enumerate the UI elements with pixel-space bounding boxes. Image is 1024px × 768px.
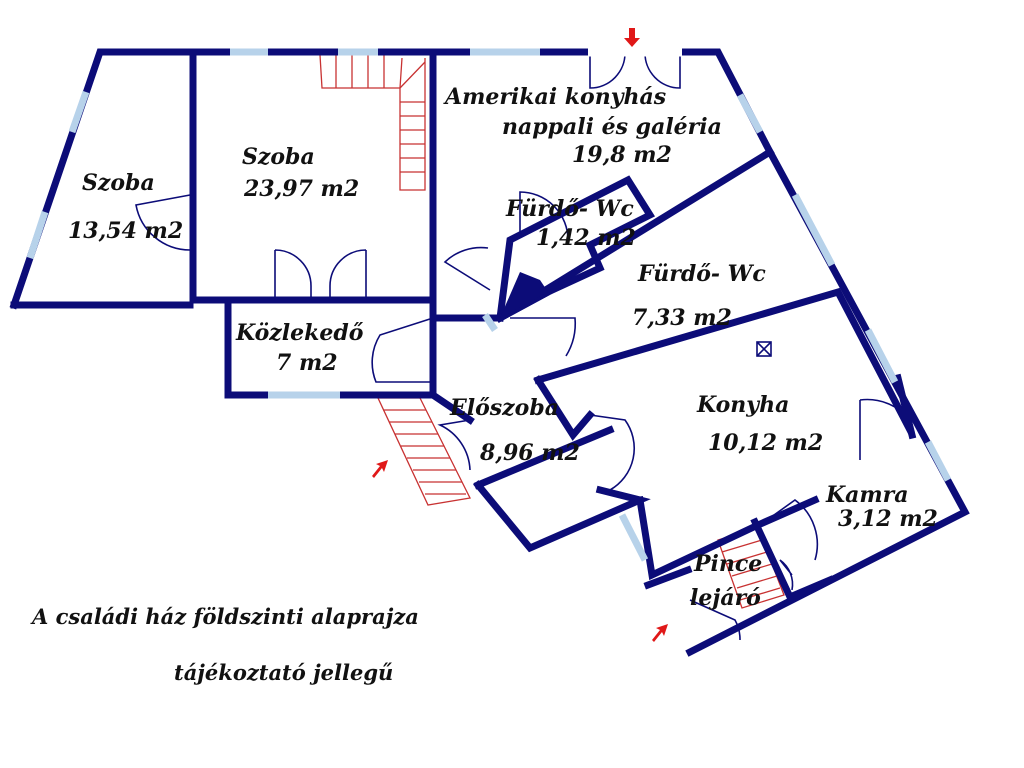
room-name-eloszoba: Előszoba [449,395,559,421]
room-area-kamra: 3,12 m2 [838,506,938,532]
room-area-szoba-left: 13,54 m2 [68,218,183,244]
entrance-arrow-icon [372,460,388,478]
room-name-amerikai-line1: Amerikai konyhás [443,84,666,110]
room-area-amerikai: 19,8 m2 [572,142,672,168]
room-name-pince-line2: lejáró [690,585,761,611]
room-name-kozlekedo: Közlekedő [235,320,364,346]
bathroom-corner-fill [500,272,548,318]
room-name-furdo-big: Fürdő- Wc [637,261,766,287]
room-name-furdo-small: Fürdő- Wc [505,196,634,222]
room-area-furdo-small: 1,42 m2 [536,225,636,251]
room-area-eloszoba: 8,96 m2 [479,440,580,466]
room-name-szoba-left: Szoba [82,170,155,196]
entrance-arrow-icon [624,28,640,47]
chimney-icon [756,341,772,357]
doors [135,51,911,641]
plan-caption-line2: tájékoztató jellegű [174,660,393,685]
room-name-konyha: Konyha [696,392,789,418]
room-name-pince-line1: Pince [693,551,762,577]
plan-caption-line1: A családi ház földszinti alaprajza [30,604,419,629]
windows [26,48,952,562]
room-name-kamra: Kamra [825,482,909,508]
walls [9,48,970,657]
entrance-arrow-icon [652,624,668,642]
room-area-kozlekedo: 7 m2 [276,350,338,376]
room-name-szoba-main: Szoba [242,144,315,170]
room-area-szoba-main: 23,97 m2 [243,176,359,202]
room-area-furdo-big: 7,33 m2 [632,305,732,331]
room-name-amerikai-line2: nappali és galéria [502,114,722,140]
room-area-konyha: 10,12 m2 [708,430,823,456]
staircase-to-gallery [319,54,426,191]
